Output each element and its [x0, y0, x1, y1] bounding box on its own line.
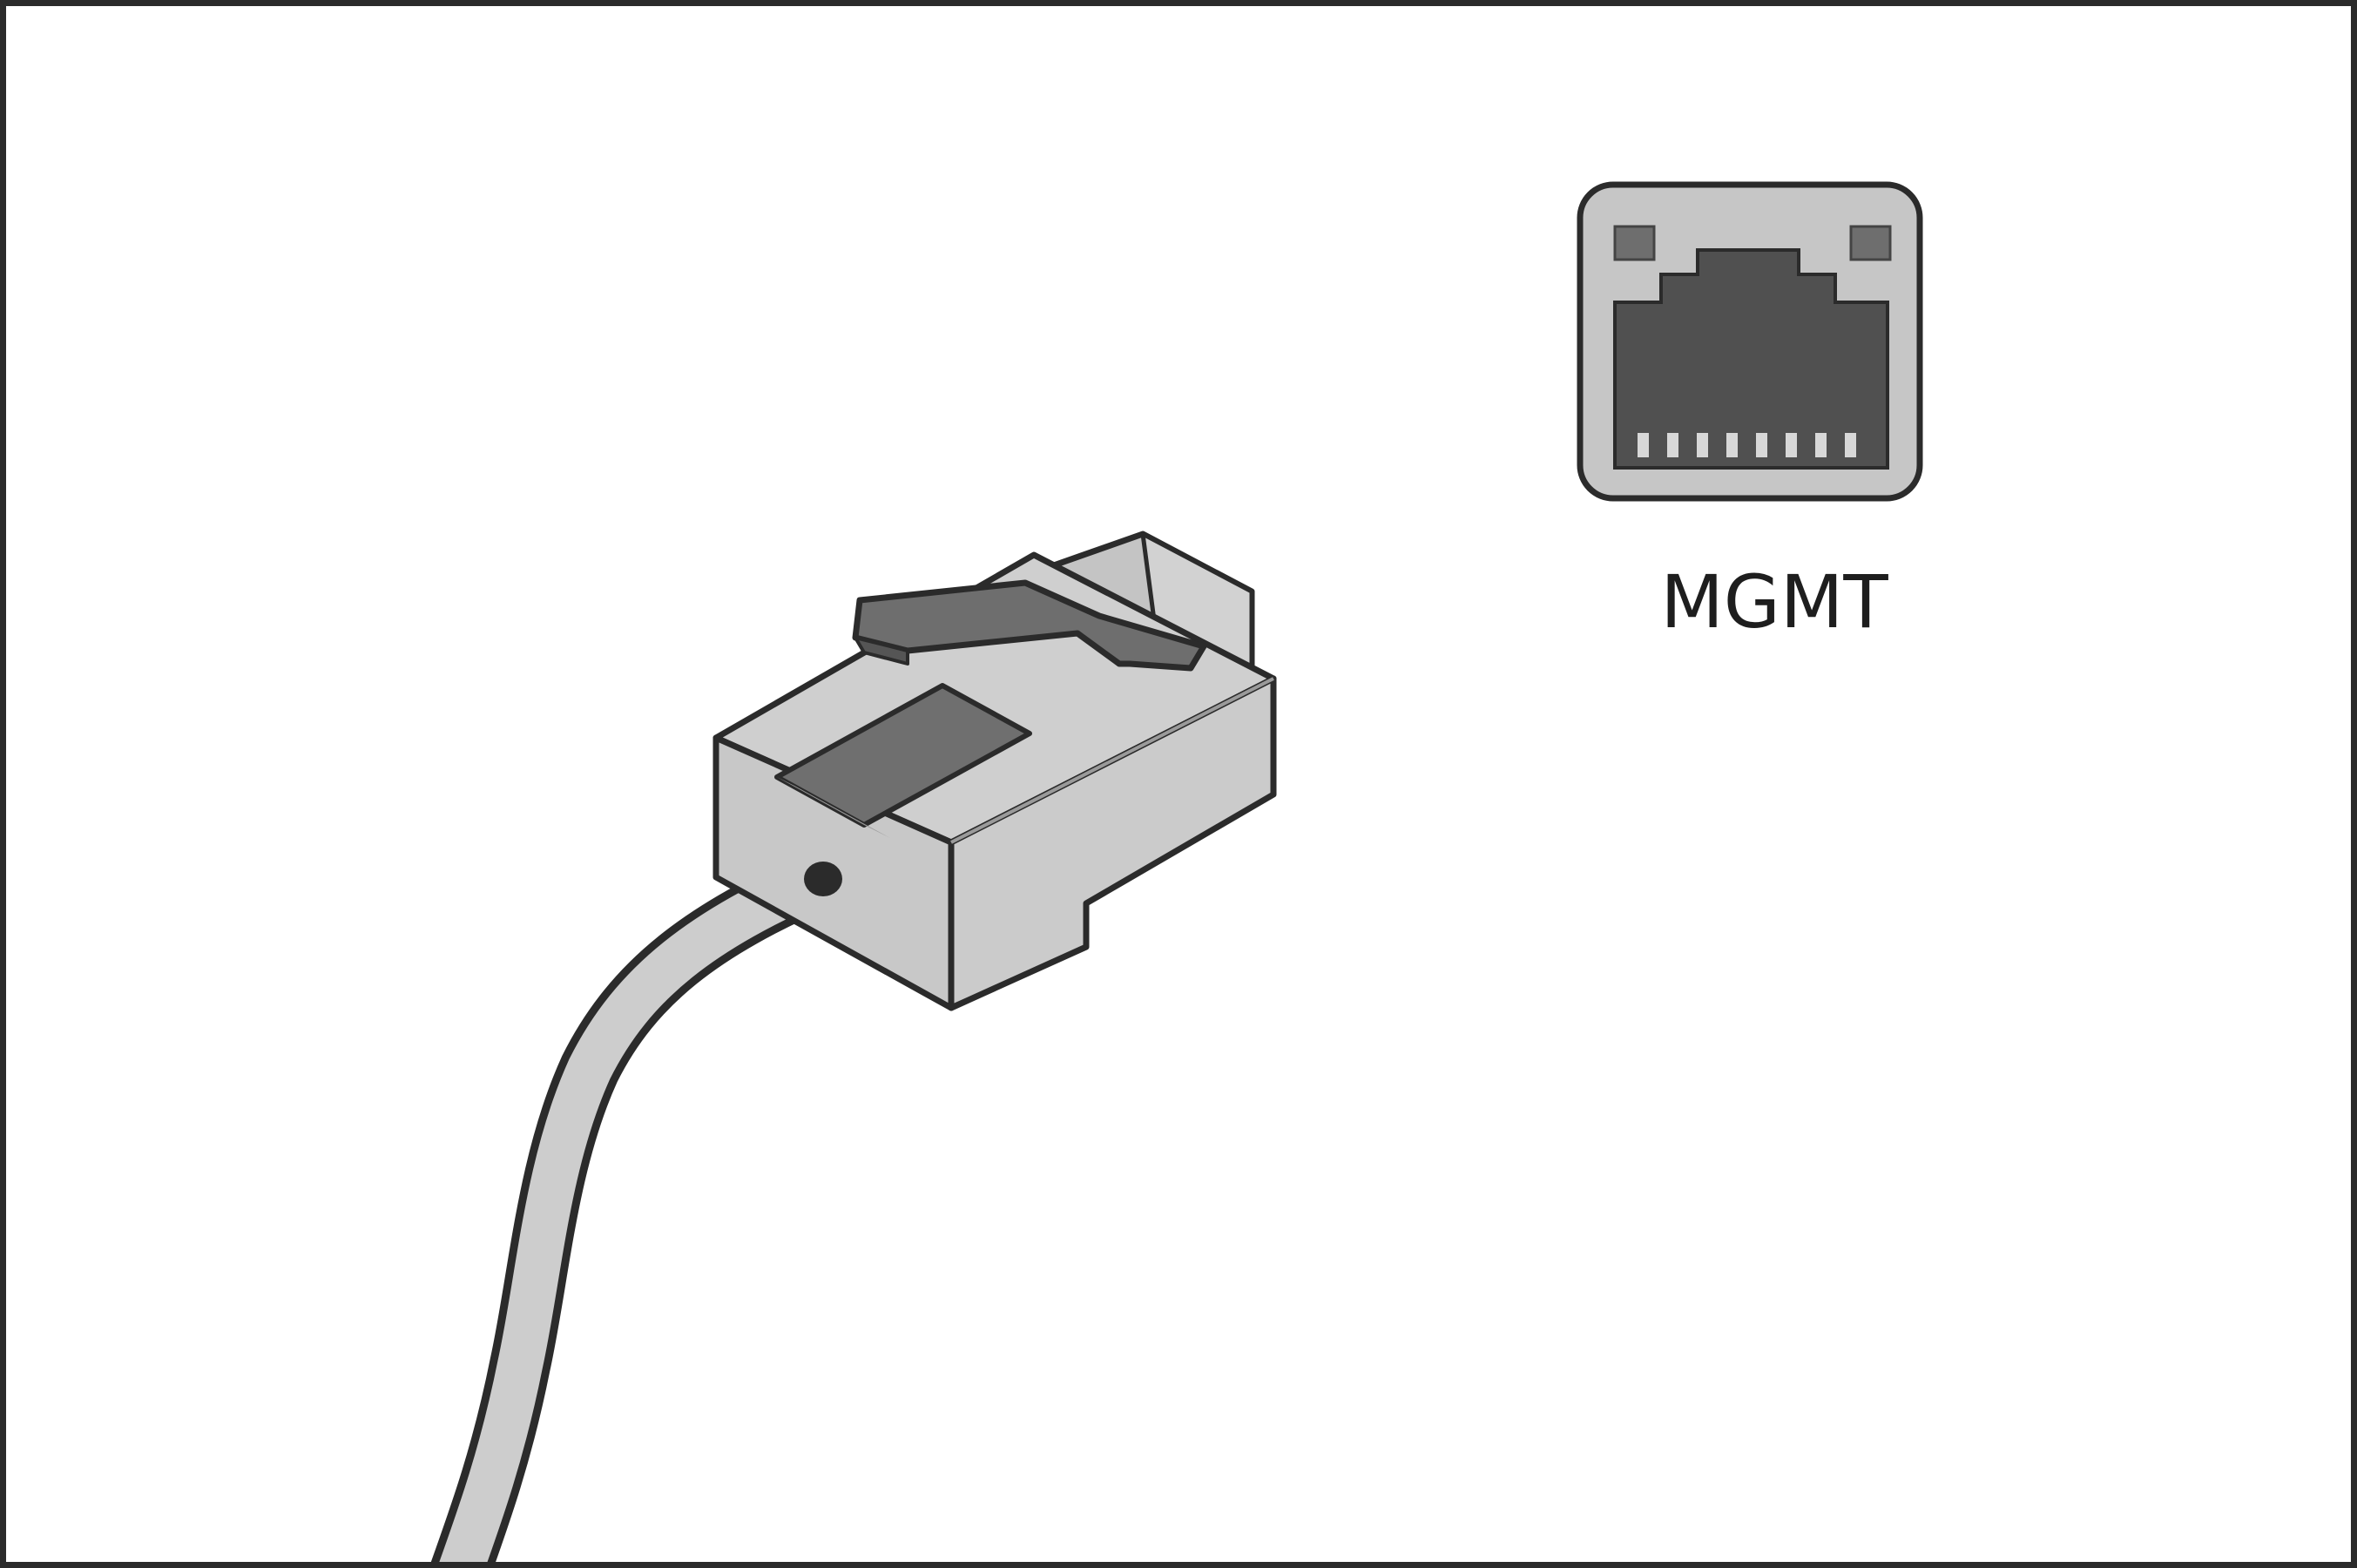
rj45-plug-icon — [713, 531, 1277, 1011]
diagram-artwork — [430, 181, 1923, 1562]
network-cable — [430, 847, 854, 1562]
rj45-port-icon — [1577, 181, 1923, 502]
port-label: MGMT — [1660, 559, 1888, 645]
